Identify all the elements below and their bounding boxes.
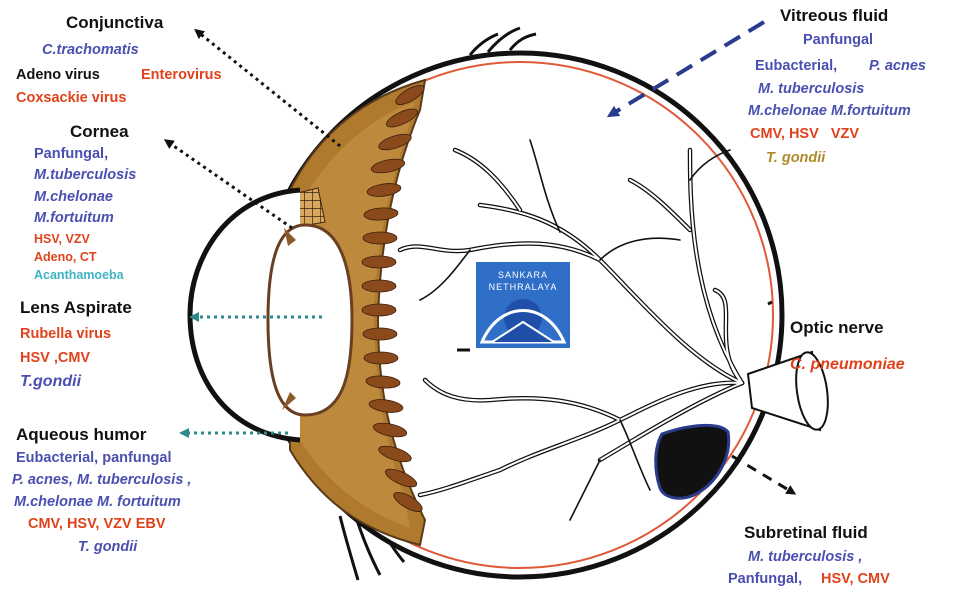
subretinal-title: Subretinal fluid	[744, 523, 868, 543]
vitreous-line2b: P. acnes	[869, 57, 926, 76]
cornea-line6: Adeno, CT	[34, 249, 97, 265]
conjunctiva-line2b: Enterovirus	[141, 66, 222, 85]
lens-line3: T.gondii	[20, 372, 81, 391]
aqueous-title: Aqueous humor	[16, 425, 146, 445]
sankara-nethralaya-logo: SANKARA NETHRALAYA	[476, 262, 570, 348]
logo-line2: NETHRALAYA	[489, 282, 558, 292]
optic-line1: C. pneumoniae	[790, 355, 905, 374]
arrow-cornea	[168, 142, 292, 228]
arrow-conjunctiva	[198, 32, 340, 146]
cornea-line7: Acanthamoeba	[34, 267, 124, 283]
vitreous-title: Vitreous fluid	[780, 6, 888, 26]
vitreous-line3: M. tuberculosis	[758, 80, 864, 99]
aqueous-line2: P. acnes, M. tuberculosis ,	[12, 471, 191, 490]
cornea-line3: M.chelonae	[34, 188, 113, 207]
cornea-line5: HSV, VZV	[34, 231, 90, 247]
cornea-line4: M.fortuitum	[34, 209, 114, 228]
conjunctiva-line1: C.trachomatis	[42, 41, 139, 60]
vitreous-line2a: Eubacterial,	[755, 57, 837, 76]
vitreous-line5: CMV, HSV VZV	[750, 125, 859, 144]
cornea-title: Cornea	[70, 122, 129, 142]
aqueous-line5: T. gondii	[78, 538, 137, 557]
subretinal-line2a: Panfungal,	[728, 570, 802, 589]
aqueous-line1: Eubacterial, panfungal	[16, 449, 172, 468]
arrow-subretinal	[732, 456, 792, 492]
vitreous-line6: T. gondii	[766, 149, 825, 168]
vitreous-line4: M.chelonae M.fortuitum	[748, 102, 911, 121]
logo-line1: SANKARA	[498, 270, 548, 280]
lens-line2: HSV ,CMV	[20, 349, 90, 368]
lens-title: Lens Aspirate	[20, 298, 132, 318]
conjunctiva-title: Conjunctiva	[66, 13, 163, 33]
arrow-vitreous	[612, 22, 764, 114]
cornea-line1: Panfungal,	[34, 145, 108, 164]
subretinal-line2b: HSV, CMV	[821, 570, 890, 589]
vitreous-line1: Panfungal	[803, 31, 873, 50]
optic-title: Optic nerve	[790, 318, 884, 338]
aqueous-line3: M.chelonae M. fortuitum	[14, 493, 181, 512]
subretinal-line1: M. tuberculosis ,	[748, 548, 862, 567]
cornea-line2: M.tuberculosis	[34, 166, 136, 185]
lens	[268, 225, 352, 415]
conjunctiva-line2a: Adeno virus	[16, 66, 100, 85]
conjunctiva-line3: Coxsackie virus	[16, 89, 126, 108]
lens-line1: Rubella virus	[20, 325, 111, 344]
aqueous-line4: CMV, HSV, VZV EBV	[28, 515, 166, 534]
